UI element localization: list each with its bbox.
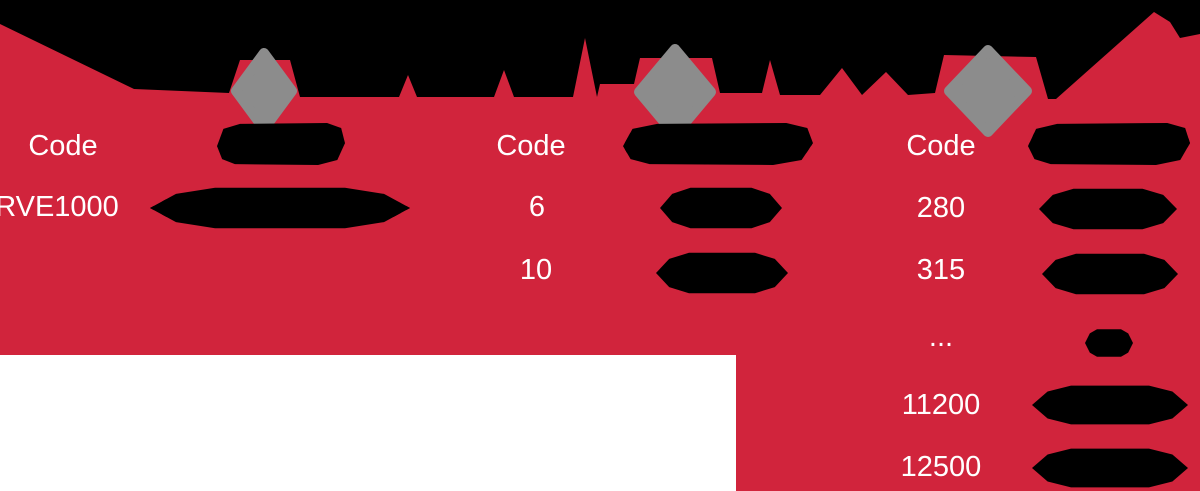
obscured-label: 6kV (695, 191, 747, 224)
code-value: 315 (916, 254, 966, 286)
background-cutout (0, 355, 736, 491)
obscured-label: Rated voltage (623, 127, 813, 160)
obscured-value-blob: ... (1085, 329, 1133, 357)
obscured-label: Raynen VFD model (150, 191, 410, 224)
code-value: 6 (528, 191, 546, 223)
code-value: 12500 (900, 451, 982, 483)
obscured-label: 280kW (1062, 192, 1154, 225)
obscured-label: 12500kW (1047, 451, 1173, 484)
obscured-value-blob: 10kV (656, 252, 788, 294)
obscured-label: 11200kW (1048, 388, 1172, 421)
obscured-value-blob: 12500kW (1032, 448, 1188, 488)
code-value: 11200 (901, 389, 981, 421)
column-header-code: Code (906, 130, 976, 162)
obscured-label: 315kW (1064, 257, 1156, 290)
column-header-series-obscured: Series (217, 123, 345, 165)
column-header-power-obscured: Rated Power (1028, 123, 1190, 165)
obscured-value-blob: 6kV (660, 187, 782, 229)
code-value: 10 (519, 254, 553, 286)
code-value: RVE1000 (0, 191, 119, 223)
column-header-voltage-obscured: Rated voltage (623, 123, 813, 165)
obscured-value-blob: 11200kW (1032, 385, 1188, 425)
obscured-value-blob: 280kW (1039, 188, 1177, 230)
column-header-code: Code (28, 130, 98, 162)
obscured-value-blob: Raynen VFD model (150, 187, 410, 229)
obscured-label: 10kV (688, 256, 756, 289)
obscured-label: Rated Power (1028, 127, 1190, 160)
code-value: ... (928, 321, 954, 353)
column-header-code: Code (496, 130, 566, 162)
code-value: 280 (916, 192, 966, 224)
obscured-label: ... (1100, 331, 1118, 354)
obscured-value-blob: 315kW (1042, 253, 1178, 295)
obscured-label: Series (237, 127, 325, 160)
